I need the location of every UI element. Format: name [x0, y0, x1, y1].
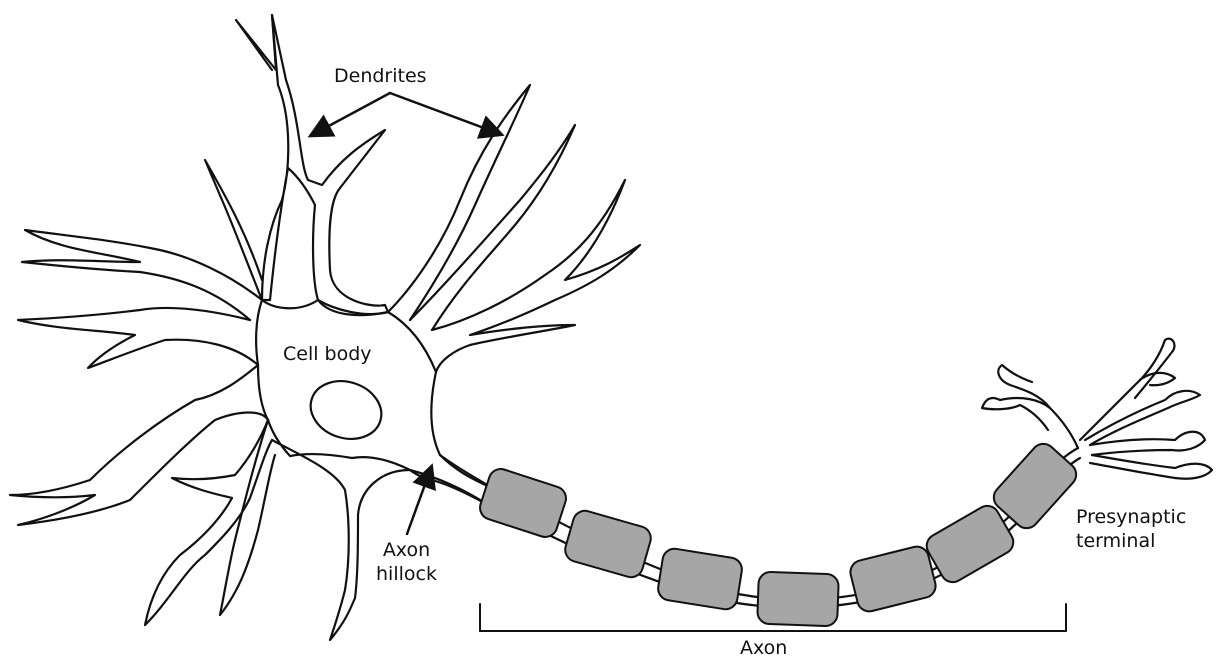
presynaptic-label-line2: terminal	[1076, 529, 1186, 553]
dendrite-left-1	[22, 230, 262, 320]
cell-body	[256, 300, 492, 505]
axon-hillock-label: Axon hillock	[376, 538, 437, 586]
dendrite-right-1	[432, 180, 640, 372]
axon-hillock-label-line1: Axon	[376, 538, 437, 562]
dendrite-top-tip	[236, 15, 276, 70]
arrow-axon-hillock	[407, 468, 431, 534]
myelin-segment	[656, 547, 743, 611]
terminal-branch-2	[998, 365, 1050, 408]
terminal-branch-1	[982, 398, 1078, 448]
dendrite-top-left-branch	[205, 160, 262, 300]
dendrites	[10, 15, 640, 640]
myelin-sheath	[477, 439, 1081, 627]
dendrite-lower-left	[145, 420, 272, 625]
myelin-segment	[848, 544, 938, 614]
presynaptic-terminal	[982, 339, 1212, 479]
dendrite-upper-right-2	[410, 125, 575, 330]
axon-hillock-label-line2: hillock	[376, 562, 437, 586]
dendrite-top	[262, 15, 388, 315]
arrow-dendrites-left	[312, 93, 390, 135]
arrow-dendrites-right	[390, 93, 500, 134]
myelin-segment	[922, 501, 1017, 586]
presynaptic-label-line1: Presynaptic	[1076, 505, 1186, 529]
myelin-segment	[562, 508, 653, 580]
presynaptic-terminal-label: Presynaptic terminal	[1076, 505, 1186, 553]
myelin-segment	[757, 572, 839, 627]
axon-label: Axon	[740, 636, 787, 660]
myelin-segment	[477, 466, 569, 540]
dendrite-upper-right	[388, 85, 530, 320]
terminal-branch-6	[1090, 455, 1212, 479]
dendrites-label: Dendrites	[334, 64, 427, 88]
cell-body-label: Cell body	[283, 342, 372, 366]
nucleus	[303, 372, 389, 448]
dendrite-left-2	[18, 308, 258, 368]
